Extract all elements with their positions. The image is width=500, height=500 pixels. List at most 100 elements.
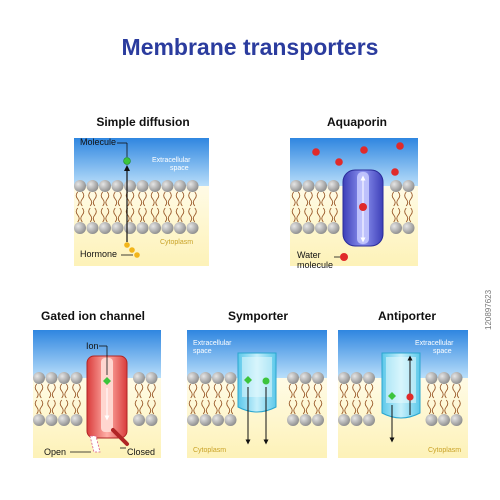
lipid-tail xyxy=(134,383,139,399)
lipid-tail xyxy=(427,383,432,399)
lipid-tail xyxy=(226,399,231,415)
lipid-head xyxy=(33,414,45,426)
extracellular-space xyxy=(74,138,209,188)
lipid-head xyxy=(302,222,315,234)
lipid-tail xyxy=(155,207,160,223)
lipid-tail xyxy=(356,383,361,399)
lipid-head xyxy=(299,414,312,426)
lipid-tail xyxy=(288,383,293,399)
lipid-tail xyxy=(138,191,143,207)
lipid-tail xyxy=(64,399,69,415)
lipid-head xyxy=(74,222,86,234)
lipid-tail xyxy=(356,399,361,415)
antiporter-channel xyxy=(386,357,416,403)
lipid-tail xyxy=(51,383,56,399)
lipid-head xyxy=(224,414,237,426)
lipid-tail xyxy=(301,383,306,399)
lipid-tail xyxy=(59,399,64,415)
lipid-head xyxy=(136,222,149,234)
lipid-tail xyxy=(39,399,44,415)
lipid-tail xyxy=(188,191,193,207)
symporter-ion xyxy=(244,376,252,384)
lipid-tail xyxy=(51,399,56,415)
lipid-tail xyxy=(318,399,323,415)
lipid-tail xyxy=(92,191,97,207)
antiporter-ion xyxy=(388,392,396,400)
lipid-tail xyxy=(100,191,105,207)
gated-ion-channel xyxy=(70,345,129,453)
symporter-molecule xyxy=(262,377,270,385)
lipid-head xyxy=(425,372,438,384)
lipid-tail xyxy=(408,207,413,223)
lipid-head xyxy=(58,414,70,426)
antiporter-title: Antiporter xyxy=(378,309,436,323)
lipid-head xyxy=(186,222,199,234)
lipid-tail xyxy=(47,383,52,399)
lipid-tail xyxy=(100,207,105,223)
lipid-head xyxy=(111,180,124,192)
lipid-head xyxy=(124,180,136,192)
antiporter-molecule xyxy=(406,393,414,401)
lipid-head xyxy=(315,222,327,234)
extracellular-line-1: Extracellular xyxy=(152,157,191,164)
lipid-head xyxy=(299,372,312,384)
lipid-tail xyxy=(364,383,369,399)
lipid-tail xyxy=(369,383,374,399)
lipid-head xyxy=(199,372,212,384)
lipid-head xyxy=(450,372,463,384)
lipid-head xyxy=(315,180,327,192)
lipid-tail xyxy=(167,191,172,207)
lipid-head xyxy=(302,180,315,192)
lipid-tail xyxy=(218,399,223,415)
lipid-head xyxy=(174,180,186,192)
lipid-tail xyxy=(439,399,444,415)
lipid-tail xyxy=(293,399,298,415)
lipid-tail xyxy=(117,207,122,223)
lipid-tail xyxy=(105,191,110,207)
lipid-head xyxy=(327,180,340,192)
lipid-tail xyxy=(364,399,369,415)
lipid-head xyxy=(390,180,402,192)
lipid-tail xyxy=(205,383,210,399)
lipid-tail xyxy=(321,191,326,207)
lipid-tail xyxy=(88,207,93,223)
lipid-head xyxy=(86,180,99,192)
lipid-head xyxy=(149,222,161,234)
lipid-tail xyxy=(230,383,235,399)
lipid-tail xyxy=(301,399,306,415)
lipid-head xyxy=(70,372,83,384)
simple-diffusion-path xyxy=(117,142,140,258)
lipid-tail xyxy=(444,383,449,399)
ion-particle xyxy=(103,377,111,385)
lipid-head xyxy=(290,222,302,234)
lipid-head xyxy=(145,414,158,426)
lipid-tail xyxy=(150,207,155,223)
lipid-tail xyxy=(76,399,81,415)
lipid-head xyxy=(74,180,86,192)
aquaporin-protein xyxy=(342,169,384,247)
lipid-tail xyxy=(80,207,85,223)
lipid-tail xyxy=(134,399,139,415)
lipid-tail xyxy=(308,191,313,207)
lipid-tail xyxy=(142,191,147,207)
lipid-head xyxy=(402,180,415,192)
lipid-tail xyxy=(344,399,349,415)
lipid-tail xyxy=(34,383,39,399)
lipid-tail xyxy=(188,399,193,415)
lipid-tail xyxy=(456,399,461,415)
ion-gate-closed xyxy=(111,428,129,446)
extracellular-line-2: space xyxy=(170,165,189,172)
lipid-tail xyxy=(291,191,296,207)
lipid-tail xyxy=(452,383,457,399)
lipid-head xyxy=(312,414,324,426)
lipid-head xyxy=(161,180,174,192)
open-label: Open xyxy=(44,447,67,457)
lipid-head xyxy=(86,222,99,234)
lipid-tail xyxy=(316,191,321,207)
lipid-head xyxy=(390,222,402,234)
lipid-head xyxy=(70,414,83,426)
lipid-tail xyxy=(163,207,168,223)
lipid-tail xyxy=(175,191,180,207)
